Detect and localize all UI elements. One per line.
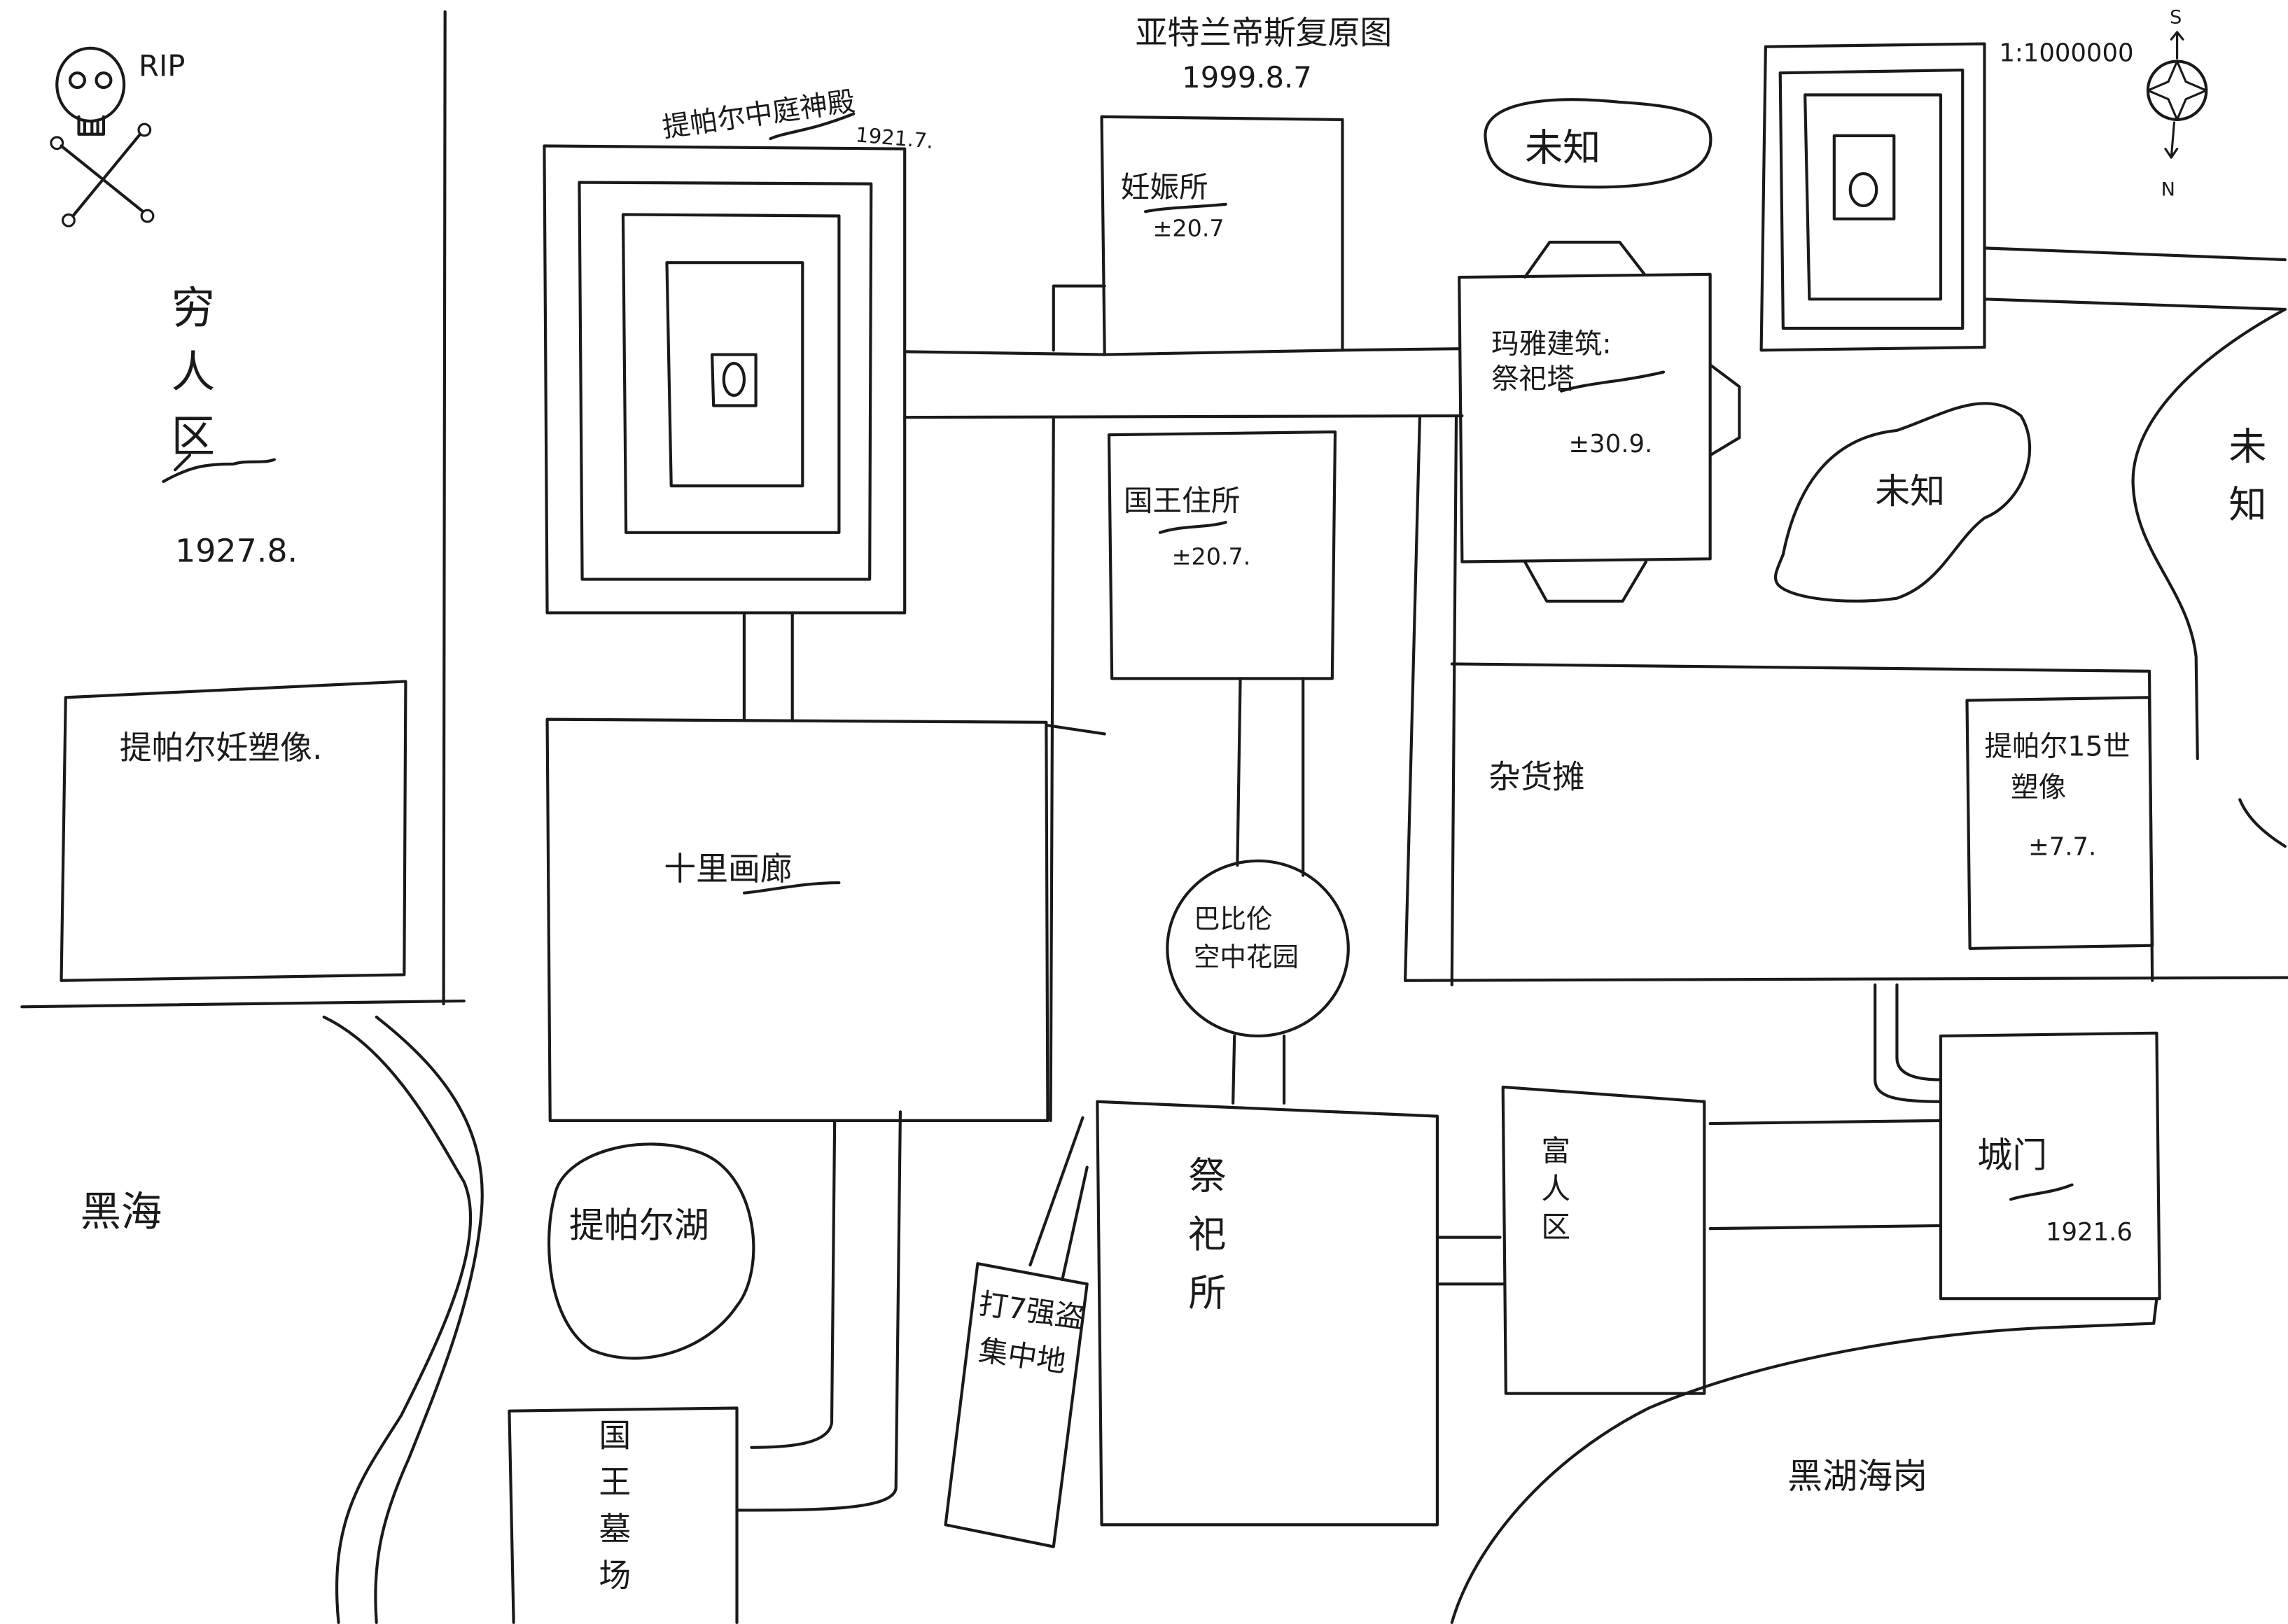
maya-building-subtitle: 祭祀塔 bbox=[1491, 363, 1575, 395]
unknown-north-oval bbox=[1484, 98, 1712, 189]
lake-outline bbox=[547, 1142, 755, 1360]
city-gate-box bbox=[1939, 1031, 2161, 1301]
unknown-east-lake-label: 未知 bbox=[1875, 471, 1945, 512]
black-sea-label: 黑海 bbox=[81, 1188, 162, 1236]
rich-district-label: 富人区 bbox=[1537, 1135, 1571, 1249]
city-gate-date: 1921.6 bbox=[2046, 1218, 2133, 1247]
garden-south-path bbox=[1232, 1034, 1286, 1105]
top-road bbox=[903, 284, 1464, 419]
altar-label: 祭祀所 bbox=[1182, 1156, 1226, 1331]
unknown-east-lake-blob bbox=[1773, 402, 2032, 603]
gallery-label: 十里画廊 bbox=[664, 850, 792, 888]
gallery-box bbox=[545, 718, 1106, 1122]
statue-15th-date: ±7.7. bbox=[2028, 832, 2096, 861]
map-labels: RIP 亚特兰帝斯复原图 1999.8.7 1:1000000 S N 穷人区 … bbox=[81, 6, 2266, 1605]
river-east-bank bbox=[374, 1015, 484, 1624]
east-unknown-boundary bbox=[2131, 307, 2287, 848]
maternity-house-date: ±20.7 bbox=[1153, 215, 1225, 242]
hanging-gardens-circle bbox=[1166, 859, 1350, 1038]
unknown-north-label: 未知 bbox=[1525, 125, 1600, 169]
king-residence-date: ±20.7. bbox=[1172, 543, 1251, 570]
altar-rich-road bbox=[1435, 1236, 1505, 1286]
coast-label: 黑湖海岗 bbox=[1787, 1456, 1927, 1497]
coastline bbox=[1450, 1297, 2158, 1624]
gate-north-path bbox=[1874, 983, 1943, 1103]
signature-scribbles bbox=[162, 112, 2074, 1201]
maya-building-label: 玛雅建筑: bbox=[1491, 328, 1612, 360]
temple-gallery-connector bbox=[742, 611, 794, 721]
tomb-road bbox=[735, 1110, 902, 1512]
hanging-gardens-label-2: 空中花园 bbox=[1194, 941, 1299, 972]
compass-south-label: S bbox=[2170, 6, 2182, 28]
hanging-gardens-label-1: 巴比伦 bbox=[1194, 904, 1272, 934]
statue-15th-label-2: 塑像 bbox=[2011, 771, 2066, 804]
skull-crossbones-icon bbox=[50, 46, 155, 227]
rich-district-box bbox=[1501, 1085, 1706, 1395]
city-gate-label: 城门 bbox=[1977, 1135, 2047, 1176]
rich-gate-road bbox=[1708, 1119, 1943, 1231]
king-residence-label: 国王住所 bbox=[1124, 484, 1241, 518]
maya-building-date: ±30.9. bbox=[1568, 430, 1652, 458]
maternity-house-box bbox=[1100, 115, 1344, 356]
royal-tomb-label: 国王墓场 bbox=[594, 1418, 632, 1605]
compass-icon bbox=[2146, 31, 2208, 159]
pregnancy-statue-label: 提帕尔妊塑像. bbox=[120, 729, 323, 766]
royal-tomb-box bbox=[508, 1406, 739, 1624]
garden-north-path bbox=[1236, 677, 1305, 877]
map-date: 1999.8.7 bbox=[1182, 60, 1312, 94]
west-avenue bbox=[1049, 416, 1055, 1122]
robber-den-box bbox=[944, 1116, 1089, 1548]
king-residence-box bbox=[1107, 430, 1337, 680]
map-title: 亚特兰帝斯复原图 bbox=[1135, 14, 1392, 52]
unknown-east-edge-label: 未知 bbox=[2222, 426, 2266, 543]
lake-label: 提帕尔湖 bbox=[569, 1205, 709, 1246]
map-scale: 1:1000000 bbox=[1999, 39, 2133, 68]
middle-road bbox=[1403, 416, 1458, 987]
east-road bbox=[1983, 246, 2287, 311]
map-linework bbox=[20, 10, 2288, 1624]
grave-label: RIP bbox=[139, 48, 185, 83]
compass-north-label: N bbox=[2161, 178, 2175, 200]
bazaar-label: 杂货摊 bbox=[1488, 758, 1585, 796]
poor-district-label: 穷人区 bbox=[164, 284, 215, 477]
atrium-temple bbox=[543, 144, 907, 615]
maya-building-box bbox=[1458, 240, 1741, 603]
pregnancy-statue-box bbox=[60, 680, 407, 982]
statue-15th-box bbox=[1965, 696, 2154, 950]
poor-district-boundary bbox=[20, 10, 466, 1009]
poor-district-date: 1927.8. bbox=[175, 532, 298, 570]
northeast-temple bbox=[1759, 42, 1986, 352]
statue-15th-label-1: 提帕尔15世 bbox=[1984, 731, 2130, 763]
altar-box bbox=[1096, 1100, 1439, 1527]
maternity-house-label: 妊娠所 bbox=[1121, 169, 1208, 204]
river-west-bank bbox=[322, 1015, 473, 1624]
